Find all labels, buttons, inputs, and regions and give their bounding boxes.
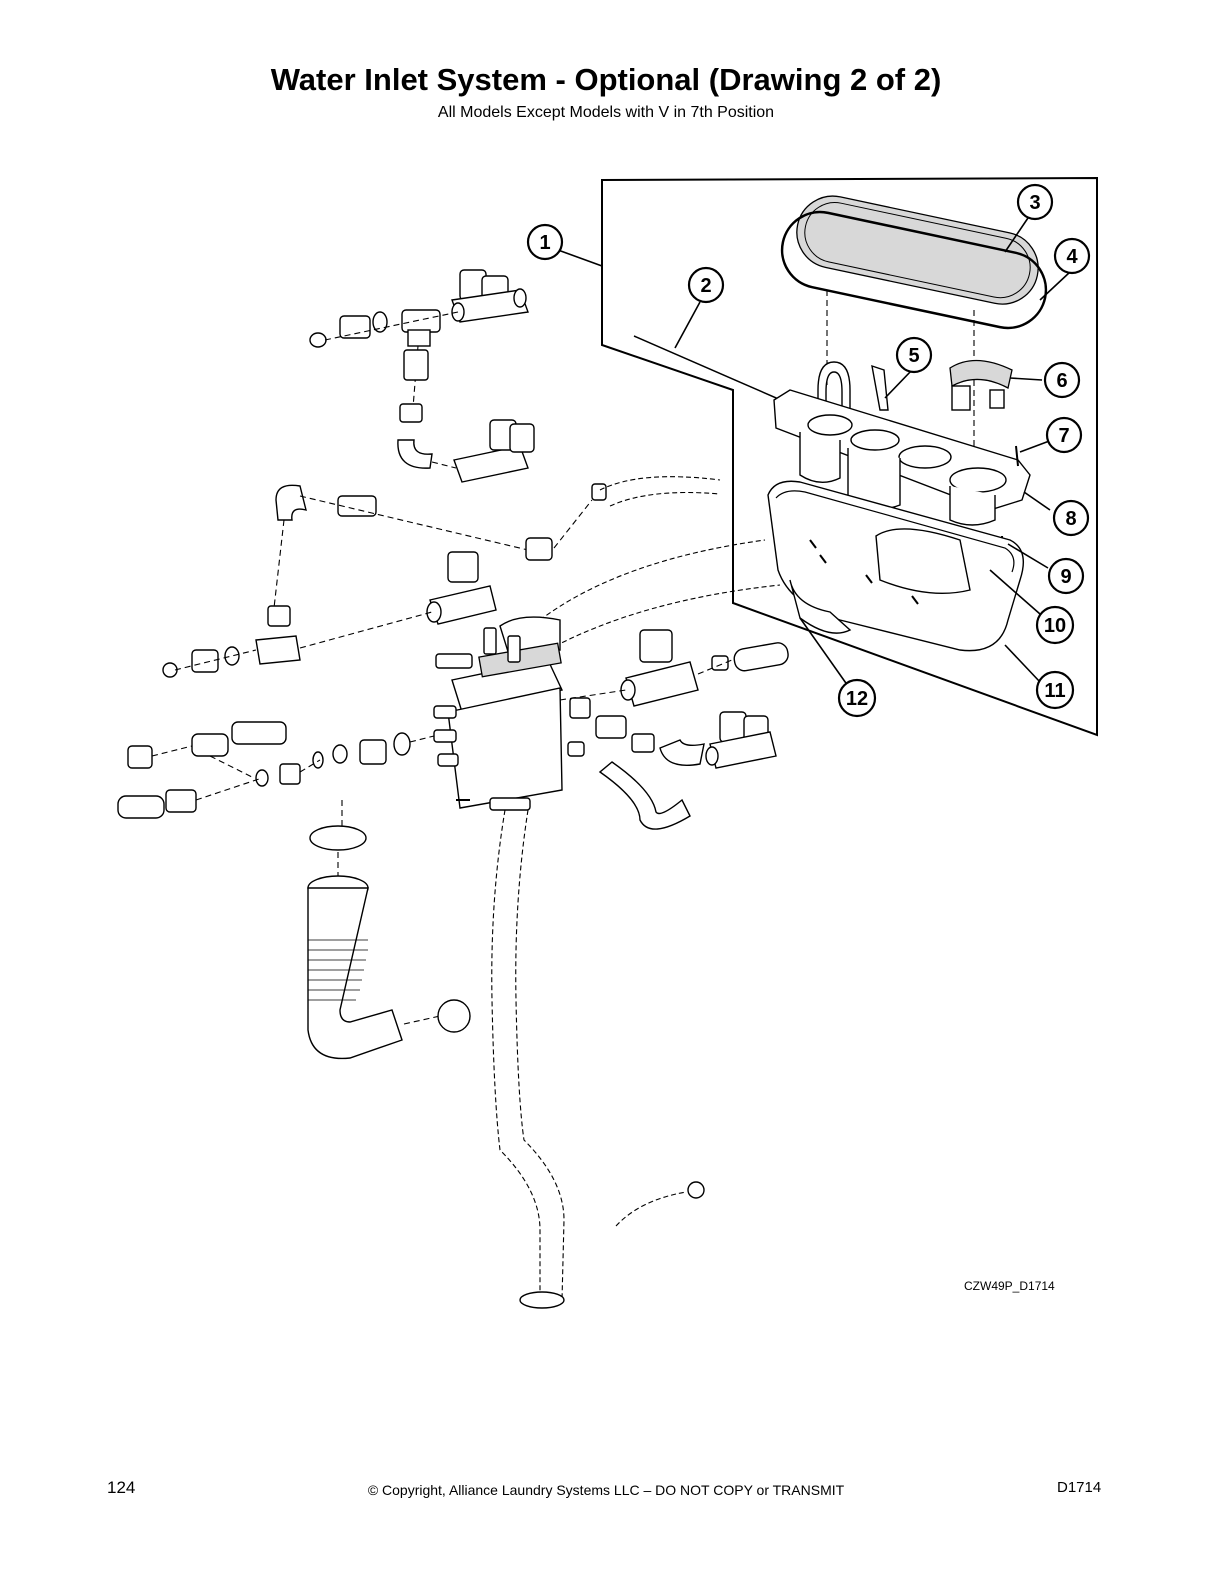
callout-12: 12 [837, 678, 877, 718]
svg-text:7: 7 [1058, 425, 1069, 447]
callout-7: 7 [1045, 416, 1083, 454]
sensor-fitting [687, 1181, 705, 1199]
callout-11: 11 [1035, 670, 1075, 710]
nozzle-cap [949, 359, 1013, 411]
detail-inset-frame [601, 176, 1098, 737]
sensor-tube [615, 1191, 687, 1227]
elbow-upper [397, 349, 433, 469]
hose-clamp-bottom [519, 1291, 565, 1309]
dispenser-lid-plate [773, 364, 1031, 526]
hose-connector-mid [525, 483, 607, 561]
callout-6: 6 [1043, 361, 1081, 399]
clamp-ring [437, 999, 471, 1033]
page-title: Water Inlet System - Optional (Drawing 2… [270, 62, 942, 97]
siphon-tube [817, 361, 851, 411]
svg-text:12: 12 [846, 688, 868, 710]
svg-text:4: 4 [1066, 246, 1078, 268]
inlet-manifold [433, 627, 564, 811]
svg-text:10: 10 [1044, 615, 1066, 637]
copyright-notice: © Copyright, Alliance Laundry Systems LL… [367, 1482, 845, 1498]
screw-7 [1015, 445, 1019, 467]
drain-hose [491, 809, 565, 1301]
svg-text:6: 6 [1056, 370, 1067, 392]
valve-lower-right [705, 711, 777, 769]
fittings-row-lower [117, 763, 301, 819]
callout-8: 8 [1052, 499, 1090, 537]
svg-text:11: 11 [1044, 680, 1065, 702]
fill-hose-upper [599, 476, 721, 507]
fittings-row-upper [127, 721, 411, 769]
callout-2: 2 [687, 266, 725, 304]
valve-upper-right [451, 269, 529, 323]
hose-clamp-top [309, 825, 367, 851]
dispenser-cover [796, 195, 1039, 305]
callout-5: 5 [895, 336, 933, 374]
page-subtitle: All Models Except Models with V in 7th P… [437, 104, 775, 121]
svg-text:3: 3 [1029, 192, 1040, 214]
drawing-id: CZW49P_D1714 [964, 1279, 1055, 1293]
callout-3: 3 [1016, 183, 1054, 221]
dispenser-tub [767, 480, 1024, 652]
page-number: 124 [107, 1478, 136, 1497]
svg-text:1: 1 [539, 232, 550, 254]
tee-fitting-upper [309, 309, 441, 348]
cover-gasket [780, 210, 1048, 330]
drain-rod [633, 335, 791, 405]
elbow-mid-left [275, 484, 377, 521]
svg-text:8: 8 [1065, 508, 1076, 530]
callout-4: 4 [1053, 237, 1091, 275]
callout-1: 1 [526, 223, 564, 261]
valve-upper-left [453, 419, 535, 483]
document-code: D1714 [1057, 1479, 1102, 1496]
valve-mid-right [620, 629, 789, 707]
svg-text:9: 9 [1060, 566, 1071, 588]
hose-lower-right [598, 761, 691, 830]
valve-mid-left [426, 551, 497, 625]
fittings-lower-right [567, 697, 705, 766]
tee-mid-left [162, 605, 301, 678]
callout-9: 9 [1047, 557, 1085, 595]
callout-10: 10 [1035, 605, 1075, 645]
svg-text:2: 2 [700, 275, 711, 297]
svg-text:5: 5 [908, 345, 919, 367]
hose-to-tub [539, 539, 781, 651]
corrugated-elbow-hose [307, 875, 403, 1060]
